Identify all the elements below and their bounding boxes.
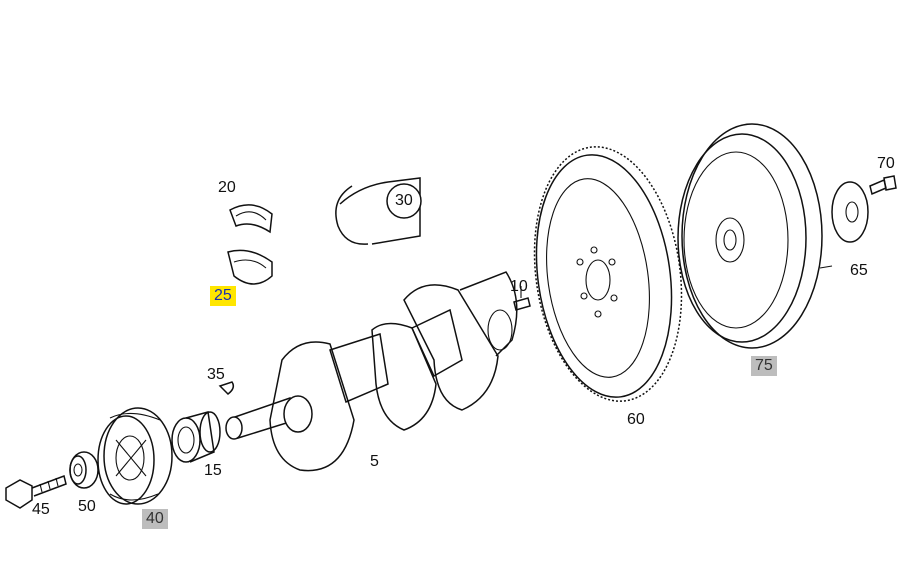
bolt[interactable] (5, 475, 67, 509)
crankshaft[interactable] (225, 271, 518, 472)
part-label-40[interactable]: 40 (142, 509, 168, 529)
part-label-70[interactable]: 70 (877, 155, 895, 172)
bearing-shell-upper[interactable] (229, 204, 273, 234)
part-label-25[interactable]: 25 (210, 286, 236, 306)
flywheel-bolt[interactable] (869, 175, 897, 196)
part-label-65[interactable]: 65 (850, 262, 868, 279)
part-label-15[interactable]: 15 (204, 462, 222, 479)
crankshaft-sprocket[interactable] (171, 411, 221, 463)
part-label-30[interactable]: 30 (395, 192, 413, 209)
washer[interactable] (69, 451, 99, 489)
vibration-damper[interactable] (97, 407, 173, 505)
bearing-shell-lower[interactable] (227, 249, 273, 285)
part-label-60[interactable]: 60 (627, 411, 645, 428)
part-label-10[interactable]: 10 (510, 278, 528, 295)
woodruff-key[interactable] (218, 381, 235, 395)
dual-mass-flywheel[interactable] (677, 123, 833, 349)
part-label-45[interactable]: 45 (32, 501, 50, 518)
pressure-plate-washer[interactable] (831, 181, 869, 243)
part-label-50[interactable]: 50 (78, 498, 96, 515)
part-label-75[interactable]: 75 (751, 356, 777, 376)
dowel-pin[interactable] (513, 286, 531, 311)
part-label-20[interactable]: 20 (218, 179, 236, 196)
thrust-washers[interactable] (335, 177, 422, 245)
flywheel[interactable] (519, 137, 697, 411)
part-label-35[interactable]: 35 (207, 366, 225, 383)
part-label-5[interactable]: 5 (370, 453, 379, 470)
